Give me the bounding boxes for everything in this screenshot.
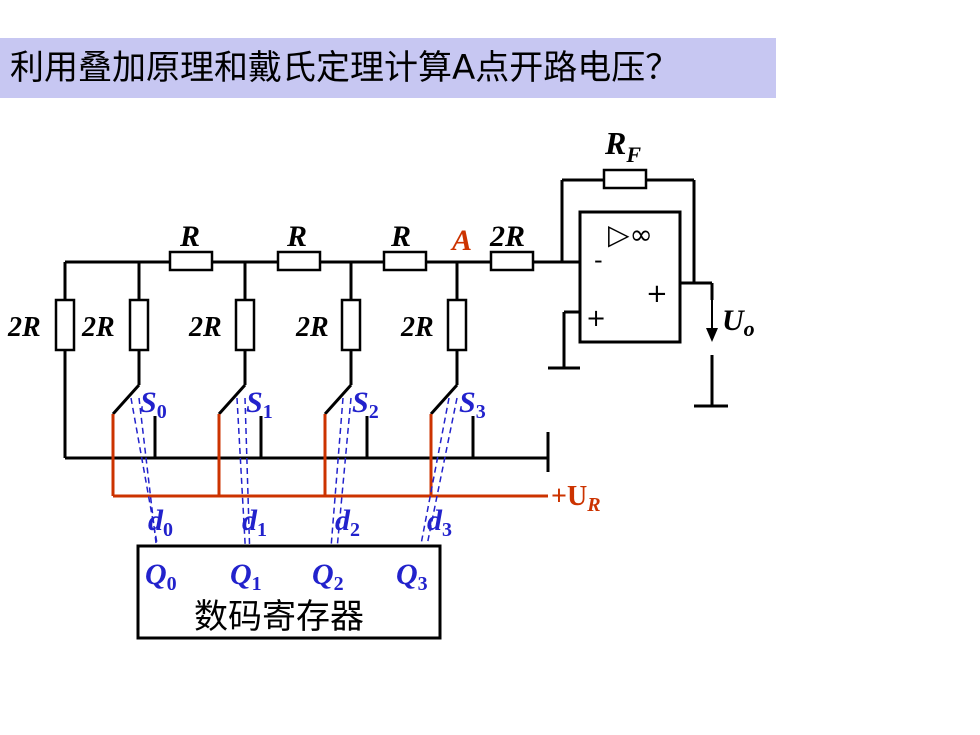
label-d2: d2 [335,504,360,541]
label-r1: R [179,220,200,253]
resistor-r2 [276,250,322,272]
uo-arrow [706,300,718,342]
label-2r-series: 2R [489,220,525,253]
label-node-a: A [450,224,472,257]
label-r3: R [390,220,411,253]
label-s0: S0 [140,386,167,423]
resistors [54,168,648,352]
label-uo: Uo [722,304,755,341]
resistor-rf [602,168,648,190]
label-s3: S3 [459,386,486,423]
resistor-2r-1 [128,298,150,352]
page-title: 利用叠加原理和戴氏定理计算A点开路电压？ [10,48,680,88]
label-d3: d3 [427,504,452,541]
label-d1: d1 [242,504,267,541]
opamp-box [578,210,682,344]
opamp-minus-label: - [594,246,603,274]
register-box [136,544,442,640]
label-q1: Q1 [230,558,262,595]
label-d0: d0 [148,504,173,541]
label-r2: R [286,220,307,253]
label-s2: S2 [352,386,379,423]
resistor-r3 [382,250,428,272]
reference-wire [111,414,548,498]
label-2r-4: 2R [400,312,434,343]
label-q2: Q2 [312,558,344,595]
label-s1: S1 [246,386,273,423]
resistor-2r-0 [54,298,76,352]
register-label: 数码寄存器 [194,597,364,637]
opamp-plus-input-label: + [586,304,606,332]
opamp-infinity-label: ▷∞ [608,218,653,251]
label-2r-1: 2R [81,312,115,343]
resistor-2r-3 [340,298,362,352]
label-q0: Q0 [145,558,177,595]
label-2r-2: 2R [188,312,222,343]
label-2r-3: 2R [295,312,329,343]
label-q3: Q3 [396,558,428,595]
control-lines [130,397,458,561]
resistor-2r-series [489,250,535,272]
resistor-r1 [168,250,214,272]
resistor-2r-4 [446,298,468,352]
resistor-2r-2 [234,298,256,352]
label-rf: RF [604,125,641,167]
label-2r-0: 2R [7,312,41,343]
label-ur: +UR [551,481,601,516]
opamp-plus-output-label: + [646,279,668,309]
title-bar: 利用叠加原理和戴氏定理计算A点开路电压？ [0,38,776,98]
